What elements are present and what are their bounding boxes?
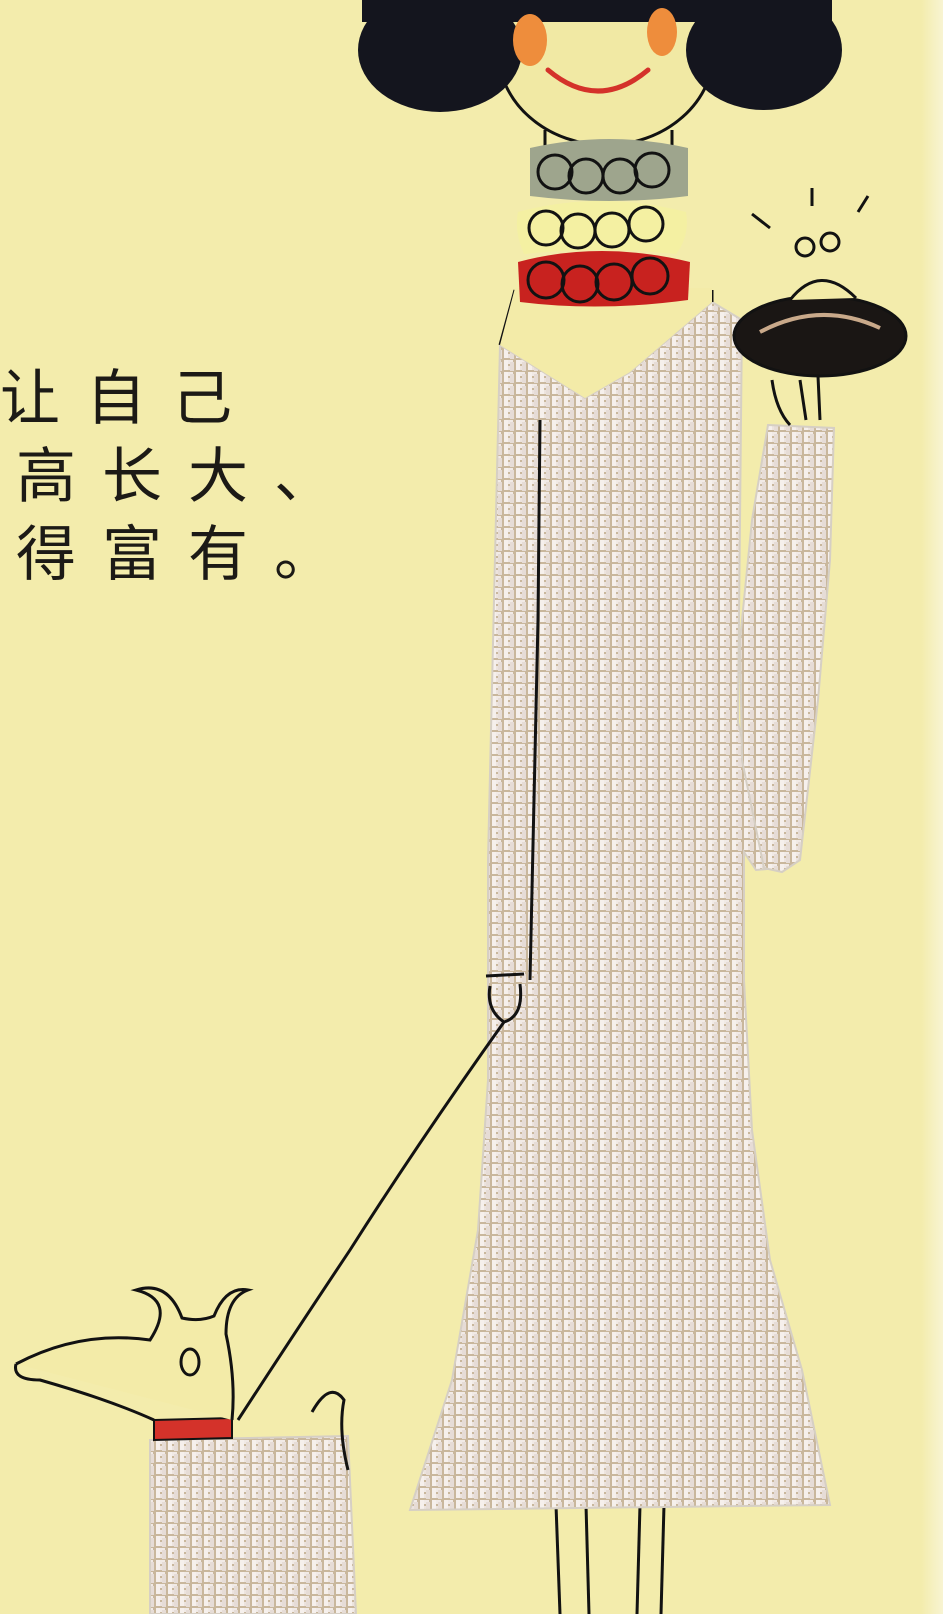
hair-right xyxy=(686,0,842,110)
sleeve xyxy=(738,423,836,874)
caption-line-1: 让自己 xyxy=(0,364,258,434)
hair-top xyxy=(362,0,832,22)
leash xyxy=(236,419,542,1421)
legs xyxy=(554,1504,666,1614)
blush-right xyxy=(647,8,677,56)
necklace xyxy=(516,139,690,307)
caption-line-2: 高长大、 xyxy=(16,442,360,512)
blush-left xyxy=(513,14,547,66)
caption-text: 让自己 高长大、 得富有。 xyxy=(0,360,360,594)
dog xyxy=(14,1286,358,1614)
serving-plate xyxy=(732,188,908,427)
caption-line-3: 得富有。 xyxy=(16,520,360,590)
smile xyxy=(545,67,651,94)
page-edge xyxy=(921,0,943,1614)
chest xyxy=(500,288,712,398)
hair-left xyxy=(358,0,522,112)
dress xyxy=(408,300,832,1512)
